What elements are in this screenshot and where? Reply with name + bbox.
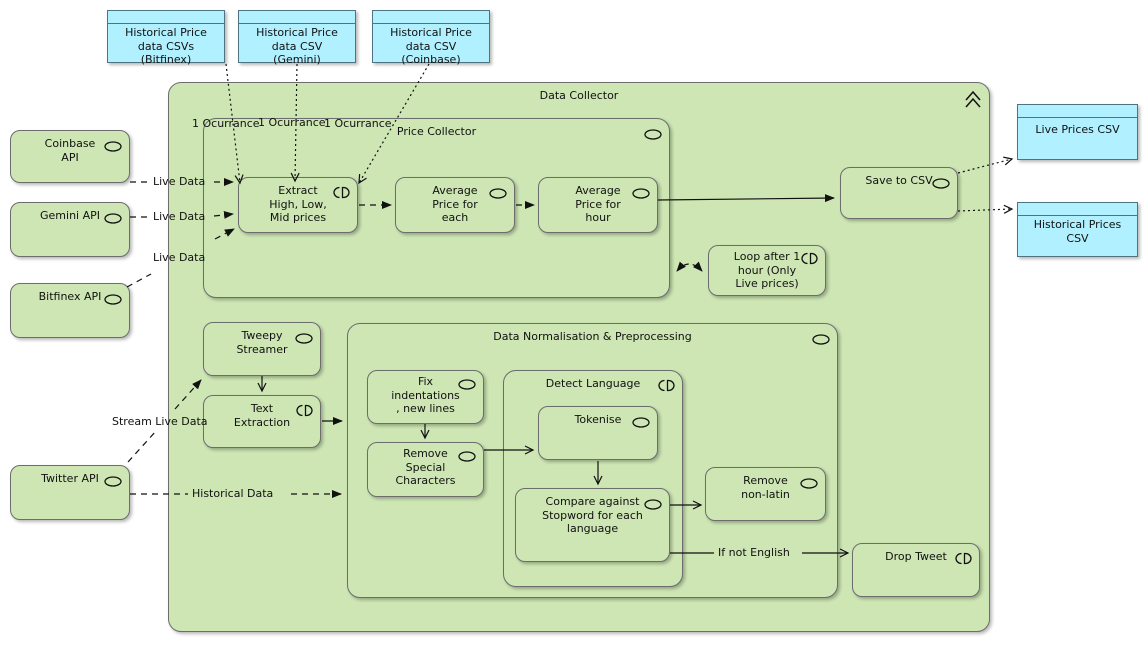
node-label: Bitfinex API (38, 290, 102, 303)
node-label: Gemini API (40, 209, 100, 222)
node-tokenise[interactable]: Tokenise (538, 406, 658, 460)
node-label: Twitter API (41, 472, 99, 485)
edge-label-occurrence-1: 1 Ocurrance (192, 117, 260, 130)
artifact-live-prices-csv[interactable]: Live Prices CSV (1017, 104, 1138, 160)
artifact-header-bar (1018, 105, 1137, 118)
edge-label-stream-live-data: Stream Live Data (112, 415, 208, 428)
artifact-label: Historical Price data CSVs (Bitfinex) (125, 26, 207, 66)
node-label: Average Price for hour (575, 184, 621, 224)
node-loop-after-1-hour[interactable]: Loop after 1 hour (Only Live prices) (708, 245, 826, 296)
artifact-label: Historical Price data CSV (Gemini) (256, 26, 338, 66)
node-label: Save to CSV (865, 174, 933, 187)
node-bitfinex-api[interactable]: Bitfinex API (10, 283, 130, 338)
application-service-icon (644, 495, 662, 514)
edge-twitter-stream-live-data (127, 430, 157, 463)
application-interaction-icon (296, 402, 313, 421)
edge-label-live-data-bitfinex: Live Data (153, 251, 206, 264)
application-service-icon (489, 184, 507, 203)
chevrons-up-icon (964, 89, 982, 114)
artifact-label: Historical Price data CSV (Coinbase) (390, 26, 472, 66)
artifact-header-bar (108, 11, 224, 24)
node-tweepy-streamer[interactable]: Tweepy Streamer (203, 322, 321, 376)
node-label: Fix indentations , new lines (391, 375, 460, 415)
application-service-icon (104, 209, 122, 228)
application-service-icon (104, 472, 122, 491)
node-drop-tweet[interactable]: Drop Tweet (852, 543, 980, 597)
node-label: Text Extraction (233, 402, 291, 429)
application-service-icon (458, 447, 476, 466)
application-service-icon (644, 125, 662, 144)
edge-label-live-data-coinbase: Live Data (153, 175, 206, 188)
node-compare-stopword[interactable]: Compare against Stopword for each langua… (515, 488, 670, 562)
node-label: Tweepy Streamer (236, 329, 288, 356)
node-average-price-hour[interactable]: Average Price for hour (538, 177, 658, 233)
node-label: Loop after 1 hour (Only Live prices) (733, 250, 801, 290)
node-remove-non-latin[interactable]: Remove non-latin (705, 467, 826, 521)
node-average-price-each[interactable]: Average Price for each (395, 177, 515, 233)
application-interaction-icon (955, 550, 972, 569)
application-service-icon (104, 137, 122, 156)
group-data-collector-title: Data Collector (539, 89, 619, 102)
node-label: Average Price for each (432, 184, 478, 224)
node-save-to-csv[interactable]: Save to CSV (840, 167, 958, 219)
artifact-historical-price-csv-gemini[interactable]: Historical Price data CSV (Gemini) (238, 10, 356, 66)
edge-label-if-not-english: If not English (718, 546, 790, 559)
artifact-label: Live Prices CSV (1035, 123, 1120, 136)
node-coinbase-api[interactable]: Coinbase API (10, 130, 130, 183)
edge-label-occurrence-3: 1 Ocurrance (324, 117, 392, 130)
edge-label-live-data-gemini: Live Data (153, 210, 206, 223)
application-service-icon (458, 375, 476, 394)
application-service-icon (632, 413, 650, 432)
application-service-icon (800, 474, 818, 493)
node-fix-indentations[interactable]: Fix indentations , new lines (367, 370, 484, 424)
application-service-icon (295, 329, 313, 348)
artifact-header-bar (373, 11, 489, 24)
application-service-icon (632, 184, 650, 203)
node-label: Remove Special Characters (395, 447, 456, 487)
artifact-historical-price-csv-coinbase[interactable]: Historical Price data CSV (Coinbase) (372, 10, 490, 66)
artifact-label: Historical Prices CSV (1033, 218, 1122, 245)
node-extract-prices[interactable]: Extract High, Low, Mid prices (238, 177, 358, 233)
application-service-icon (104, 290, 122, 309)
node-label: Drop Tweet (885, 550, 947, 563)
application-interaction-icon (333, 184, 350, 203)
node-label: Coinbase API (44, 137, 96, 164)
node-twitter-api[interactable]: Twitter API (10, 465, 130, 520)
node-label: Tokenise (574, 413, 622, 426)
node-gemini-api[interactable]: Gemini API (10, 202, 130, 257)
artifact-historical-prices-csv[interactable]: Historical Prices CSV (1017, 202, 1138, 257)
application-interaction-icon (801, 250, 818, 269)
artifact-header-bar (239, 11, 355, 24)
node-label: Extract High, Low, Mid prices (269, 184, 327, 224)
artifact-header-bar (1018, 203, 1137, 216)
node-label: Compare against Stopword for each langua… (542, 495, 643, 535)
node-label: Remove non-latin (741, 474, 790, 501)
application-interaction-icon (658, 377, 675, 396)
group-detect-language-title: Detect Language (545, 377, 641, 390)
edge-bitfinex-live-data (126, 273, 152, 288)
node-remove-special-characters[interactable]: Remove Special Characters (367, 442, 484, 497)
group-data-normalisation-title: Data Normalisation & Preprocessing (493, 330, 692, 343)
application-service-icon (932, 174, 950, 193)
edge-label-occurrence-2: 1 Ocurrance (258, 116, 326, 129)
node-text-extraction[interactable]: Text Extraction (203, 395, 321, 448)
application-service-icon (812, 330, 830, 349)
artifact-historical-price-csv-bitfinex[interactable]: Historical Price data CSVs (Bitfinex) (107, 10, 225, 66)
edge-label-historical-data: Historical Data (192, 487, 274, 500)
